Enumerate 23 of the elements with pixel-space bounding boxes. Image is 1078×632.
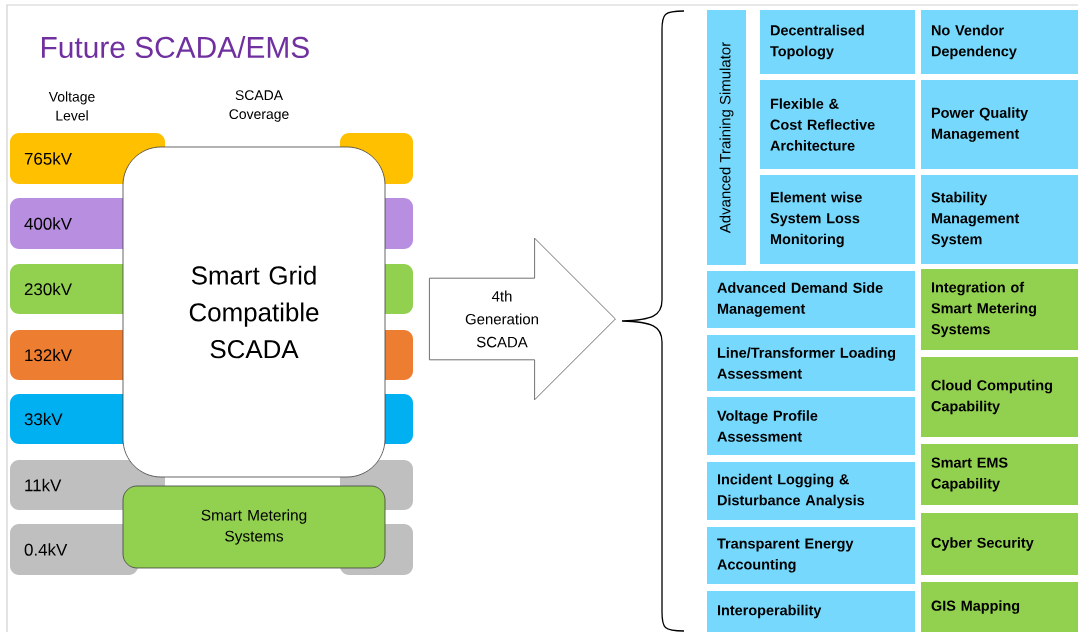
metering-box: Smart Metering Systems <box>122 485 386 569</box>
feature-box: Stability Management System <box>921 175 1078 264</box>
feature-box: Decentralised Topology <box>760 10 915 74</box>
title: Future SCADA/EMS <box>42 36 309 58</box>
feature-box: Element wise System Loss Monitoring <box>760 175 915 264</box>
feature-box: Power Quality Management <box>921 80 1078 169</box>
feature-box: Smart EMS Capability <box>921 444 1078 505</box>
feature-box: Interoperability <box>707 591 915 632</box>
feature-box: No Vendor Dependency <box>921 10 1078 74</box>
feature-box: Advanced Demand Side Management <box>707 271 915 328</box>
feature-box: GIS Mapping <box>921 582 1078 632</box>
column-header: SCADA Coverage <box>229 90 289 122</box>
feature-box: Integration of Smart Metering Systems <box>921 269 1078 350</box>
feature-box: Incident Logging & Disturbance Analysis <box>707 462 915 520</box>
feature-box: Flexible & Cost Reflective Architecture <box>760 80 915 169</box>
feature-box: Transparent Energy Accounting <box>707 527 915 584</box>
scada-coverage-box: Smart Grid Compatible SCADA <box>122 146 386 478</box>
feature-box: Cyber Security <box>921 513 1078 575</box>
feature-box: Advanced Training Simulator <box>707 10 746 265</box>
feature-box: Cloud Computing Capability <box>921 357 1078 437</box>
feature-box: Line/Transformer Loading Assessment <box>707 335 915 391</box>
feature-box: Voltage Profile Assessment <box>707 397 915 455</box>
column-header: Voltage Level <box>48 91 95 121</box>
